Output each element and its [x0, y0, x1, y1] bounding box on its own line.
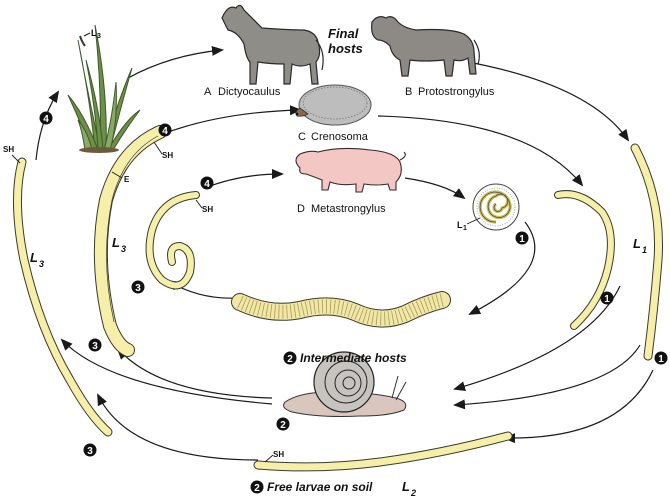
step-2-intermediate-badge	[283, 351, 297, 365]
host-a-letter: A	[204, 86, 212, 98]
left-l3-label-sub: 3	[39, 259, 44, 269]
coil-l1-pointer	[466, 217, 481, 225]
arrow-grass-to-horse	[127, 45, 224, 79]
step-2-free-badge	[250, 480, 264, 494]
host-a-name: Dictyocaulus	[218, 86, 281, 98]
step-3-number-inner: 3	[135, 283, 141, 294]
inner-sh-label: SH	[202, 205, 213, 214]
step-1-badge-long	[654, 351, 668, 365]
arrow-snail-to-l3mid	[116, 347, 273, 399]
step-1-number-long: 1	[658, 354, 664, 365]
cycle-arrows	[35, 45, 654, 461]
arrow-coil-to-earthworm	[468, 221, 536, 315]
coiled-l1-larva	[472, 183, 520, 231]
arrow-l1long-to-soil	[503, 369, 654, 444]
host-c-letter: C	[298, 131, 306, 143]
step-3-badge-left	[83, 443, 97, 457]
step-4-number-grass: 4	[43, 114, 49, 125]
step-2-number-snail: 2	[280, 420, 286, 431]
l3-larva-middle	[93, 125, 167, 357]
step-3-badge-middle	[88, 338, 102, 352]
arrow-l1-to-grass-l3	[35, 90, 60, 161]
middle-l3-label-sub: 3	[121, 244, 126, 254]
grass-l3-label-sub: 3	[97, 33, 101, 40]
free-sh-pointer	[264, 454, 274, 463]
middle-sh-pointer	[153, 141, 163, 155]
l1-larva-long	[630, 143, 663, 361]
middle-l3-label-main: L	[112, 235, 120, 250]
l2-label-sub: 2	[410, 488, 416, 497]
step-badges: 4 4 4 3 3 3 2 1 1 1	[39, 111, 668, 457]
l2-label-main: L	[402, 479, 410, 494]
step-4-badge-pig	[200, 176, 214, 190]
step-3-number-left: 3	[87, 446, 93, 457]
host-c-name: Crenosoma	[311, 131, 369, 143]
l1-label-sub: 1	[642, 245, 647, 255]
step-4-number-pig: 4	[204, 179, 210, 190]
cow-icon	[371, 16, 480, 77]
l3-larva-inner	[145, 191, 200, 290]
host-d-name: Metastrongylus	[311, 203, 386, 215]
left-sh-label: SH	[3, 145, 14, 154]
step-4-number-hedgehog: 4	[162, 126, 168, 137]
arrow-soil-to-l3left	[97, 393, 259, 461]
final-hosts-line2: hosts	[328, 41, 363, 56]
step-1-badge-coil	[515, 231, 529, 245]
step-1-number-coil: 1	[519, 234, 525, 245]
host-b-letter: B	[405, 86, 412, 98]
free-sh-label: SH	[273, 450, 284, 459]
arrow-hedgehog-to-larva	[377, 115, 584, 187]
l1-label-main: L	[633, 236, 641, 251]
step-1-number-larva: 1	[604, 294, 610, 305]
step-2-intermediate-number: 2	[287, 354, 293, 365]
host-b-name: Protostrongylus	[418, 86, 495, 98]
middle-e-pointer	[111, 171, 123, 179]
arrow-l3in-to-pig	[204, 169, 284, 189]
coil-l1-label-main: L	[457, 220, 463, 230]
grass-l3-label-main: L	[91, 28, 97, 38]
l3-larva-left	[13, 157, 113, 437]
arrow-l3mid-to-hedgehog	[159, 105, 302, 136]
arrow-l1long-to-snail	[453, 344, 641, 410]
middle-sh-label: SH	[162, 151, 173, 160]
coil-l1-label-sub: 1	[463, 225, 467, 232]
grass-l3-pointer	[83, 32, 91, 37]
step-3-badge-inner	[131, 280, 145, 294]
grass-l3-larva	[79, 35, 86, 47]
step-2-free-number: 2	[254, 483, 260, 494]
arrow-snail-to-l3left	[60, 338, 273, 405]
step-3-number-middle: 3	[92, 341, 98, 352]
inner-sh-pointer	[195, 199, 203, 209]
arrow-cow-to-l1	[467, 61, 630, 142]
grass-icon	[67, 24, 141, 153]
final-hosts-line1: Final	[328, 26, 359, 41]
arrow-pig-to-coil	[404, 177, 466, 200]
hedgehog-icon	[295, 84, 372, 126]
horse-icon	[221, 4, 324, 85]
caption-intermediate-hosts: Intermediate hosts	[300, 351, 407, 365]
step-4-badge-grass	[39, 111, 53, 125]
step-1-badge-larva	[600, 291, 614, 305]
snail-icon	[283, 351, 407, 417]
left-l3-label-main: L	[30, 250, 38, 265]
l1-larva-right	[554, 190, 615, 330]
pig-icon	[295, 147, 406, 193]
middle-e-label: E	[124, 175, 130, 184]
host-d-letter: D	[297, 203, 305, 215]
caption-free-larvae: Free larvae on soil	[267, 480, 373, 494]
left-sh-pointer	[11, 154, 21, 164]
l2-larva-free	[253, 431, 513, 472]
earthworm-icon	[231, 291, 451, 328]
step-4-badge-hedgehog	[158, 123, 172, 137]
step-2-badge-snail	[276, 417, 290, 431]
